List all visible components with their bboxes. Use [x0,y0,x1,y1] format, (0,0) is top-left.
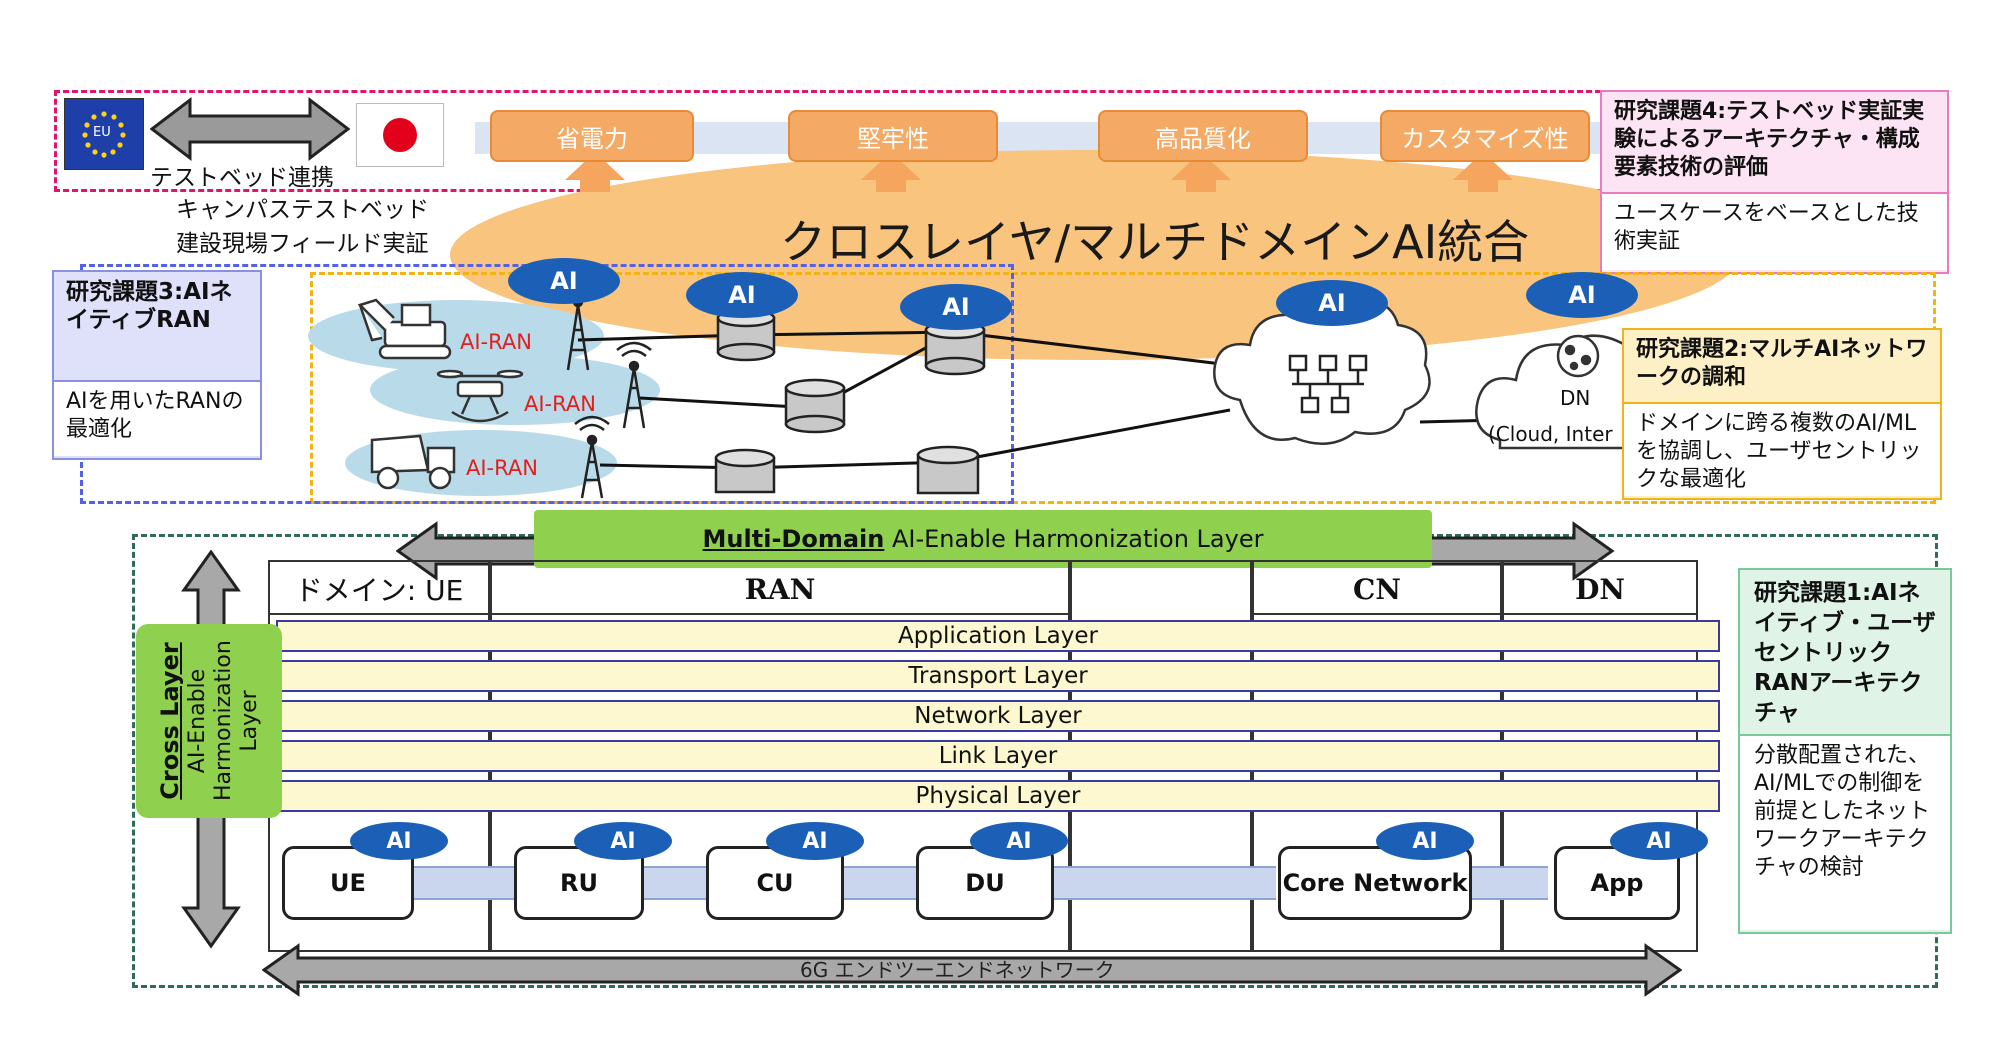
ai-ran-label: AI-RAN [460,330,532,354]
testbed-link-arrow [150,96,350,162]
antenna-tower-icon [574,415,610,499]
node-core-network: Core Network [1278,846,1472,920]
ai-badge: AI [900,284,1012,330]
domain-cn-header: CN [1254,565,1500,615]
cross-layer-bold: Cross Layer [156,642,184,800]
task4-title: 研究課題4:テストベッド実証実験によるアーキテクチャ・構成要素技術の評価 [1614,99,1925,180]
ai-ran-label: AI-RAN [466,456,538,480]
antenna-tower-icon [616,341,652,429]
domain-ue-header: ドメイン: UE [270,565,488,615]
ai-badge: AI [508,258,620,304]
e2e-network-arrow [262,943,1682,997]
task3-body: AIを用いたRANの最適化 [54,380,260,456]
dn-sublabel: (Cloud, Inter [1488,422,1613,446]
task1-body: 分散配置された、AI/MLでの制御を前提としたネットワークアーキテクチャの検討 [1740,734,1950,930]
link-tube [410,866,518,900]
globe-icon [1556,334,1600,378]
task3-note: 研究課題3:AIネイティブRAN AIを用いたRANの最適化 [52,270,262,460]
network-switch-icon [1288,354,1368,414]
task4-note: 研究課題4:テストベッド実証実験によるアーキテクチャ・構成要素技術の評価 ユース… [1600,90,1949,274]
excavator-icon [357,298,452,360]
ran-cell [370,355,660,425]
eu-flag: EU [64,98,144,170]
network-diagram [357,277,1632,499]
domain-ran-header: RAN [492,565,1068,615]
cross-layer-rest: AI-Enable Harmonization Layer [185,640,262,801]
goal-robustness: 堅牢性 [788,110,998,162]
link-tube [840,866,920,900]
link-tube [1050,866,1276,900]
link-layer: Link Layer [276,740,1720,772]
task2-body: ドメインに跨る複数のAI/MLを協調し、ユーザセントリックな最適化 [1624,402,1940,496]
task4-body: ユースケースをベースとした技術実証 [1602,192,1947,270]
task3-title: 研究課題3:AIネイティブRAN [66,279,233,333]
dump-truck-icon [370,434,456,490]
ai-integration-banner [450,150,1740,360]
testbed-link-label: テストベッド連携 [150,165,334,191]
ai-badge: AI [1610,822,1708,860]
task2-title: 研究課題2:マルチAIネットワークの調和 [1636,337,1928,390]
ai-badge: AI [686,272,798,318]
physical-layer: Physical Layer [276,780,1720,812]
task2-note: 研究課題2:マルチAIネットワークの調和 ドメインに跨る複数のAI/MLを協調し… [1622,328,1942,500]
ai-badge: AI [1276,280,1388,326]
field-trial-label: 建設現場フィールド実証 [176,231,429,257]
network-layer: Network Layer [276,700,1720,732]
link-tube [640,866,708,900]
ai-badge: AI [970,822,1068,860]
domain-dn-header: DN [1504,565,1696,615]
task1-title: 研究課題1:AIネイティブ・ユーザセントリックRANアーキテクチャ [1754,580,1936,726]
cross-layer-box: Cross Layer AI-Enable Harmonization Laye… [136,624,282,818]
harmonization-bold: Multi-Domain [702,525,885,553]
banner-title: クロスレイヤ/マルチドメインAI統合 [780,215,1530,269]
application-layer: Application Layer [276,620,1720,652]
e2e-network-label: 6G エンドツーエンドネットワーク [800,958,1115,982]
dn-label: DN [1560,386,1591,410]
task1-note: 研究課題1:AIネイティブ・ユーザセントリックRANアーキテクチャ 分散配置され… [1738,568,1952,934]
eu-label: EU [93,125,111,140]
ai-badge: AI [1526,272,1638,318]
harmonization-layer-bar: Multi-Domain AI-Enable Harmonization Lay… [534,510,1432,568]
link-tube [1468,866,1548,900]
ai-badge: AI [766,822,864,860]
server-cylinders [714,308,986,495]
goal-high-quality: 高品質化 [1098,110,1308,162]
transport-layer: Transport Layer [276,660,1720,692]
ai-badge: AI [1376,822,1474,860]
eu-stars-icon [82,111,126,158]
drone-icon [436,369,524,423]
harmonization-rest: AI-Enable Harmonization Layer [884,525,1264,553]
ai-badge: AI [574,822,672,860]
ai-ran-label: AI-RAN [524,392,596,416]
japan-flag [356,103,444,167]
goal-customizability: カスタマイズ性 [1380,110,1590,162]
ai-badge: AI [350,822,448,860]
goal-power-saving: 省電力 [490,110,694,162]
domain-ue-label: ドメイン: UE [294,574,464,607]
campus-testbed-label: キャンパステストベッド [176,197,429,223]
